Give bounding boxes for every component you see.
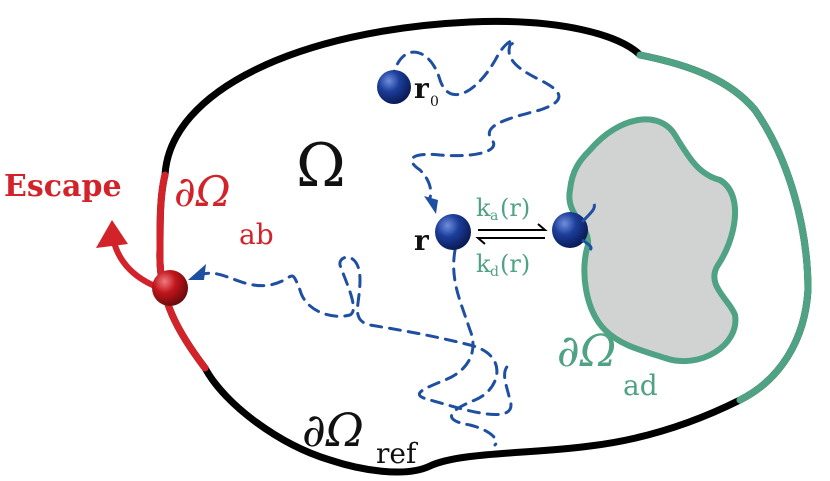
svg-text:∂Ω: ∂Ω — [557, 326, 616, 377]
svg-text:ab: ab — [239, 218, 274, 251]
reflecting-boundary-label: ∂Ω ref — [302, 403, 419, 470]
svg-text:∂Ω: ∂Ω — [302, 403, 364, 457]
trajectory-arrowhead-absorbing — [188, 264, 206, 280]
adsorbing-outer-boundary — [636, 51, 812, 404]
domain-label: Ω — [296, 131, 346, 201]
adsorbing-obstacle — [566, 116, 739, 365]
escape-arrowhead — [96, 220, 128, 248]
svg-text:ad: ad — [623, 369, 658, 402]
adsorbed-tether — [580, 203, 596, 252]
svg-text:ref: ref — [376, 437, 419, 470]
svg-text:k: k — [476, 250, 491, 278]
adsorbing-boundary-label: ∂Ω ad — [557, 326, 658, 402]
escape-label: Escape — [4, 169, 122, 204]
sphere-icon-initial — [377, 70, 411, 104]
position-label: r — [414, 224, 430, 257]
sphere-icon-escape — [152, 270, 188, 306]
absorbing-boundary — [156, 171, 209, 372]
desorption-rate-label: k d (r) — [476, 250, 530, 280]
sphere-icon-position — [435, 214, 471, 250]
trajectory-arrowhead-r — [424, 196, 438, 214]
svg-text:(r): (r) — [500, 194, 530, 222]
trajectory-r0-upper — [390, 39, 561, 200]
initial-position-label: r 0 — [414, 72, 439, 110]
diffusion-trajectories — [196, 39, 561, 447]
trajectory-to-absorbing — [196, 255, 499, 447]
svg-text:r: r — [414, 72, 430, 105]
svg-text:d: d — [490, 264, 499, 280]
svg-text:k: k — [476, 194, 491, 222]
svg-text:a: a — [490, 208, 498, 224]
svg-text:0: 0 — [430, 94, 439, 110]
absorbing-boundary-label: ∂Ω ab — [174, 167, 274, 251]
adsorption-rate-label: k a (r) — [476, 194, 530, 224]
sphere-icon-adsorbed — [552, 212, 588, 248]
svg-text:(r): (r) — [500, 250, 530, 278]
trajectory-r-down — [417, 248, 514, 416]
equilibrium-arrows-icon — [475, 223, 548, 245]
svg-text:∂Ω: ∂Ω — [174, 167, 231, 216]
